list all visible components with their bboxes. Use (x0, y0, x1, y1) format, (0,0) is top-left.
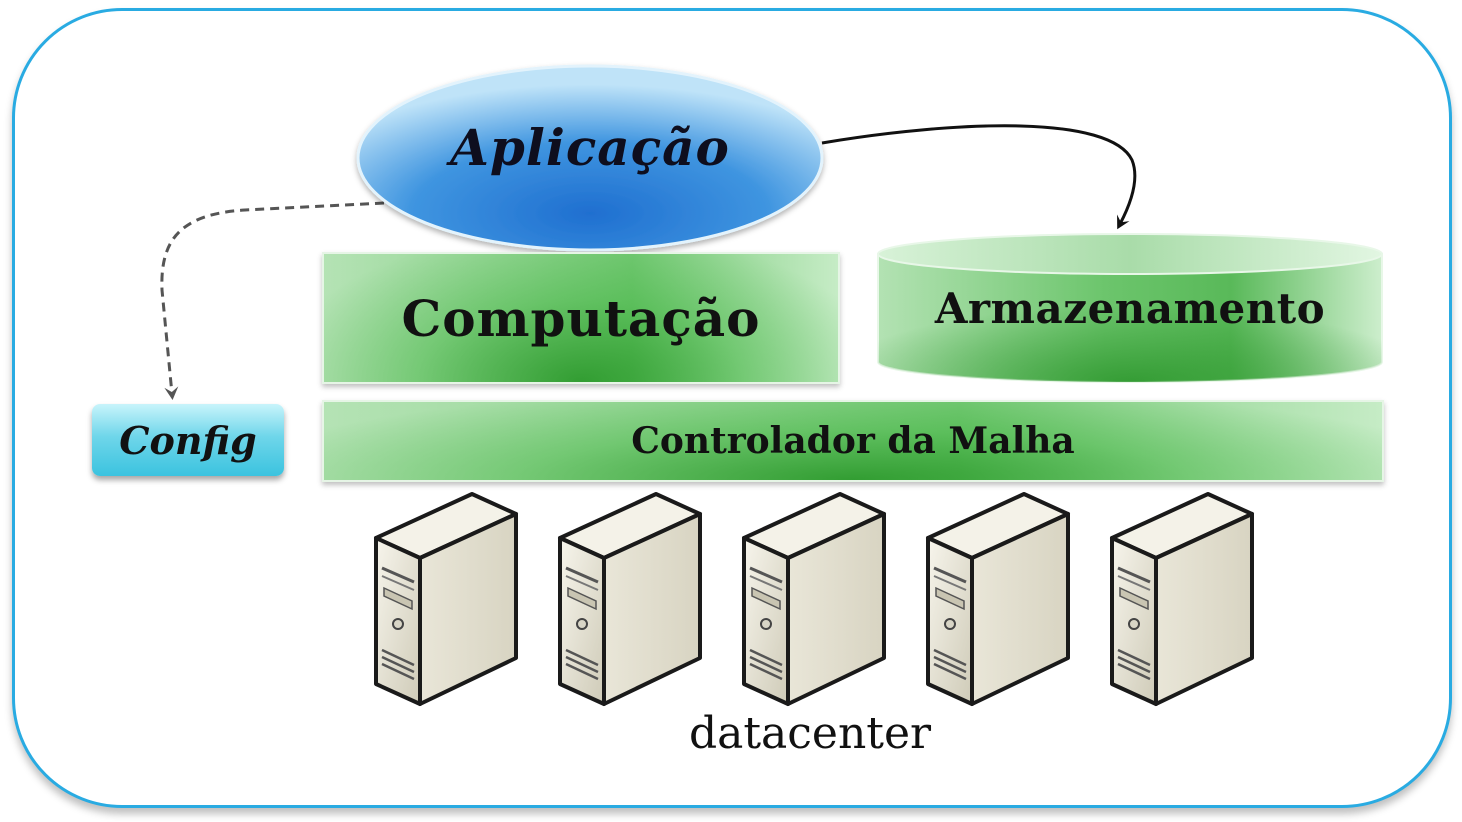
server-tower-icon (372, 490, 520, 708)
storage-cylinder: Armazenamento (876, 232, 1384, 384)
application-to-config-arrow (160, 201, 385, 400)
application-to-storage-arrow (821, 124, 1137, 230)
server-tower-icon (740, 490, 888, 708)
datacenter-label: datacenter (688, 708, 932, 759)
server-tower-icon (556, 490, 704, 708)
fabric-controller-bar: Controlador da Malha (322, 400, 1384, 482)
storage-cylinder-shape (877, 233, 1383, 383)
server-tower-icon (1108, 490, 1256, 708)
server-tower-icon (924, 490, 1072, 708)
compute-box: Computação (322, 252, 840, 384)
storage-label: Armazenamento (934, 284, 1326, 333)
fabric-controller-label: Controlador da Malha (631, 420, 1075, 462)
compute-label: Computação (401, 288, 761, 348)
config-box: Config (92, 404, 284, 476)
config-label: Config (119, 417, 257, 463)
application-label: Aplicação (450, 118, 730, 177)
